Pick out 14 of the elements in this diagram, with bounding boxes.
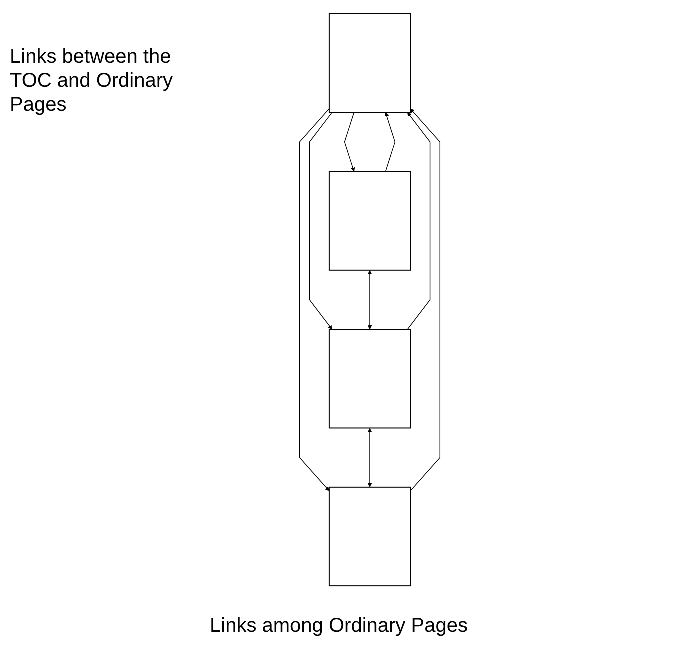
arrow (368, 270, 372, 330)
node-box (328, 13, 412, 114)
arrow (410, 108, 441, 492)
arrow (309, 112, 333, 330)
node-box (328, 329, 412, 429)
arrow (299, 108, 330, 492)
arrow (407, 112, 431, 330)
annotation-text: Links between the TOC and Ordinary Pages (10, 45, 174, 117)
arrow (368, 428, 372, 488)
annotation-text: Links among Ordinary Pages (209, 615, 469, 638)
node-box (328, 171, 412, 271)
node-box (328, 486, 412, 587)
arrow (344, 112, 356, 172)
arrow (384, 112, 396, 172)
